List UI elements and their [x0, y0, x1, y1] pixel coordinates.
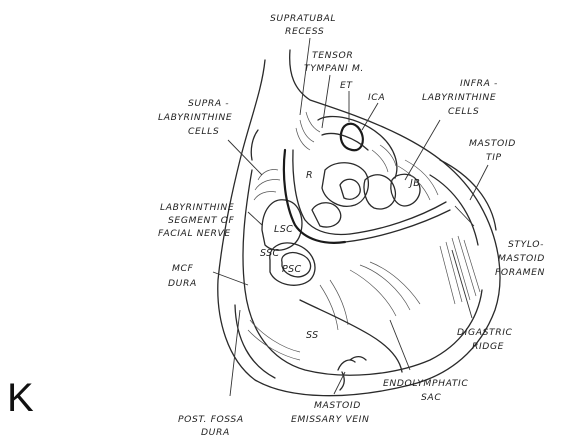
label-lsc: LSC [274, 224, 293, 235]
label-psc: PSC [282, 264, 302, 275]
label-endolymphatic-sac-2: SAC [421, 392, 441, 403]
label-infra-labyrinthine-1: INFRA - [460, 78, 498, 89]
label-mastoid-emissary-vein-2: EMISSARY VEIN [291, 414, 369, 425]
label-stylomastoid-3: FORAMEN [495, 267, 545, 278]
label-stylomastoid-1: STYLO- [508, 239, 544, 250]
label-ssc: SSC [260, 248, 280, 259]
label-supra-labyrinthine-3: CELLS [188, 126, 219, 137]
panel-letter: K [7, 376, 34, 420]
label-labyrinthine-segment-3: FACIAL NERVE [158, 228, 231, 239]
label-supratubal-recess-1: SUPRATUBAL [270, 13, 336, 24]
label-supra-labyrinthine-1: SUPRA - [188, 98, 229, 109]
label-jb: JB [408, 178, 420, 189]
label-post-fossa-dura-2: DURA [201, 427, 230, 438]
label-post-fossa-dura-1: POST. FOSSA [178, 414, 244, 425]
label-supratubal-recess-2: RECESS [285, 26, 324, 37]
label-et: ET [340, 80, 353, 91]
label-digastric-ridge-1: DIGASTRIC [457, 327, 513, 338]
label-digastric-ridge-2: RIDGE [472, 341, 504, 352]
label-supra-labyrinthine-2: LABYRINTHINE [158, 112, 232, 123]
label-mcf-dura-1: MCF [172, 263, 194, 274]
label-infra-labyrinthine-3: CELLS [448, 106, 479, 117]
label-tensor-tympani-2: TYMPANI M. [304, 63, 364, 74]
label-ss: SS [306, 330, 319, 341]
label-ica: ICA [368, 92, 385, 103]
label-stylomastoid-2: MASTOID [498, 253, 545, 264]
label-labyrinthine-segment-1: LABYRINTHINE [160, 202, 234, 213]
label-mastoid-tip-2: TIP [486, 152, 502, 163]
label-r: R [306, 170, 313, 181]
label-tensor-tympani-1: TENSOR [312, 50, 353, 61]
label-mastoid-tip-1: MASTOID [469, 138, 516, 149]
label-endolymphatic-sac-1: ENDOLYMPHATIC [383, 378, 468, 389]
label-mastoid-emissary-vein-1: MASTOID [314, 400, 361, 411]
label-infra-labyrinthine-2: LABYRINTHINE [422, 92, 496, 103]
label-labyrinthine-segment-2: SEGMENT OF [168, 215, 235, 226]
label-mcf-dura-2: DURA [168, 278, 197, 289]
